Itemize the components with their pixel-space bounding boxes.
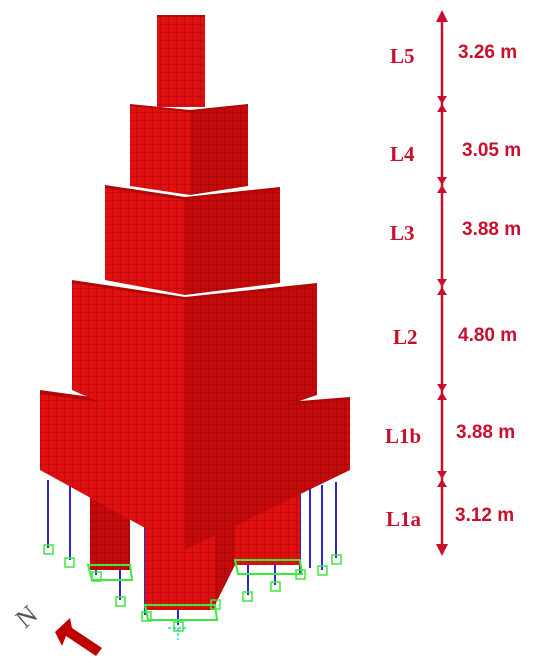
level-l5-block: [157, 15, 205, 107]
level-height-l2: 4.80 m: [458, 325, 518, 346]
level-name-l4: L4: [390, 142, 415, 166]
level-name-l2: L2: [393, 325, 418, 349]
north-arrow-icon: [55, 618, 102, 656]
level-l1b-block: [40, 390, 350, 550]
dimension-line: [436, 10, 448, 556]
level-l2-block: [72, 280, 317, 440]
level-height-l4: 3.05 m: [462, 140, 522, 161]
level-name-l5: L5: [390, 44, 415, 68]
north-label: N: [10, 599, 43, 633]
level-name-l3: L3: [390, 221, 415, 245]
level-height-l3: 3.88 m: [462, 219, 522, 240]
level-height-l1a: 3.12 m: [455, 505, 515, 526]
level-height-l5: 3.26 m: [458, 42, 518, 63]
level-l3-block: [105, 185, 280, 295]
level-l4-block: [130, 104, 248, 195]
level-height-l1b: 3.88 m: [456, 422, 516, 443]
level-name-l1b: L1b: [385, 424, 422, 448]
supports: [43, 544, 342, 640]
level-name-l1a: L1a: [386, 507, 422, 531]
